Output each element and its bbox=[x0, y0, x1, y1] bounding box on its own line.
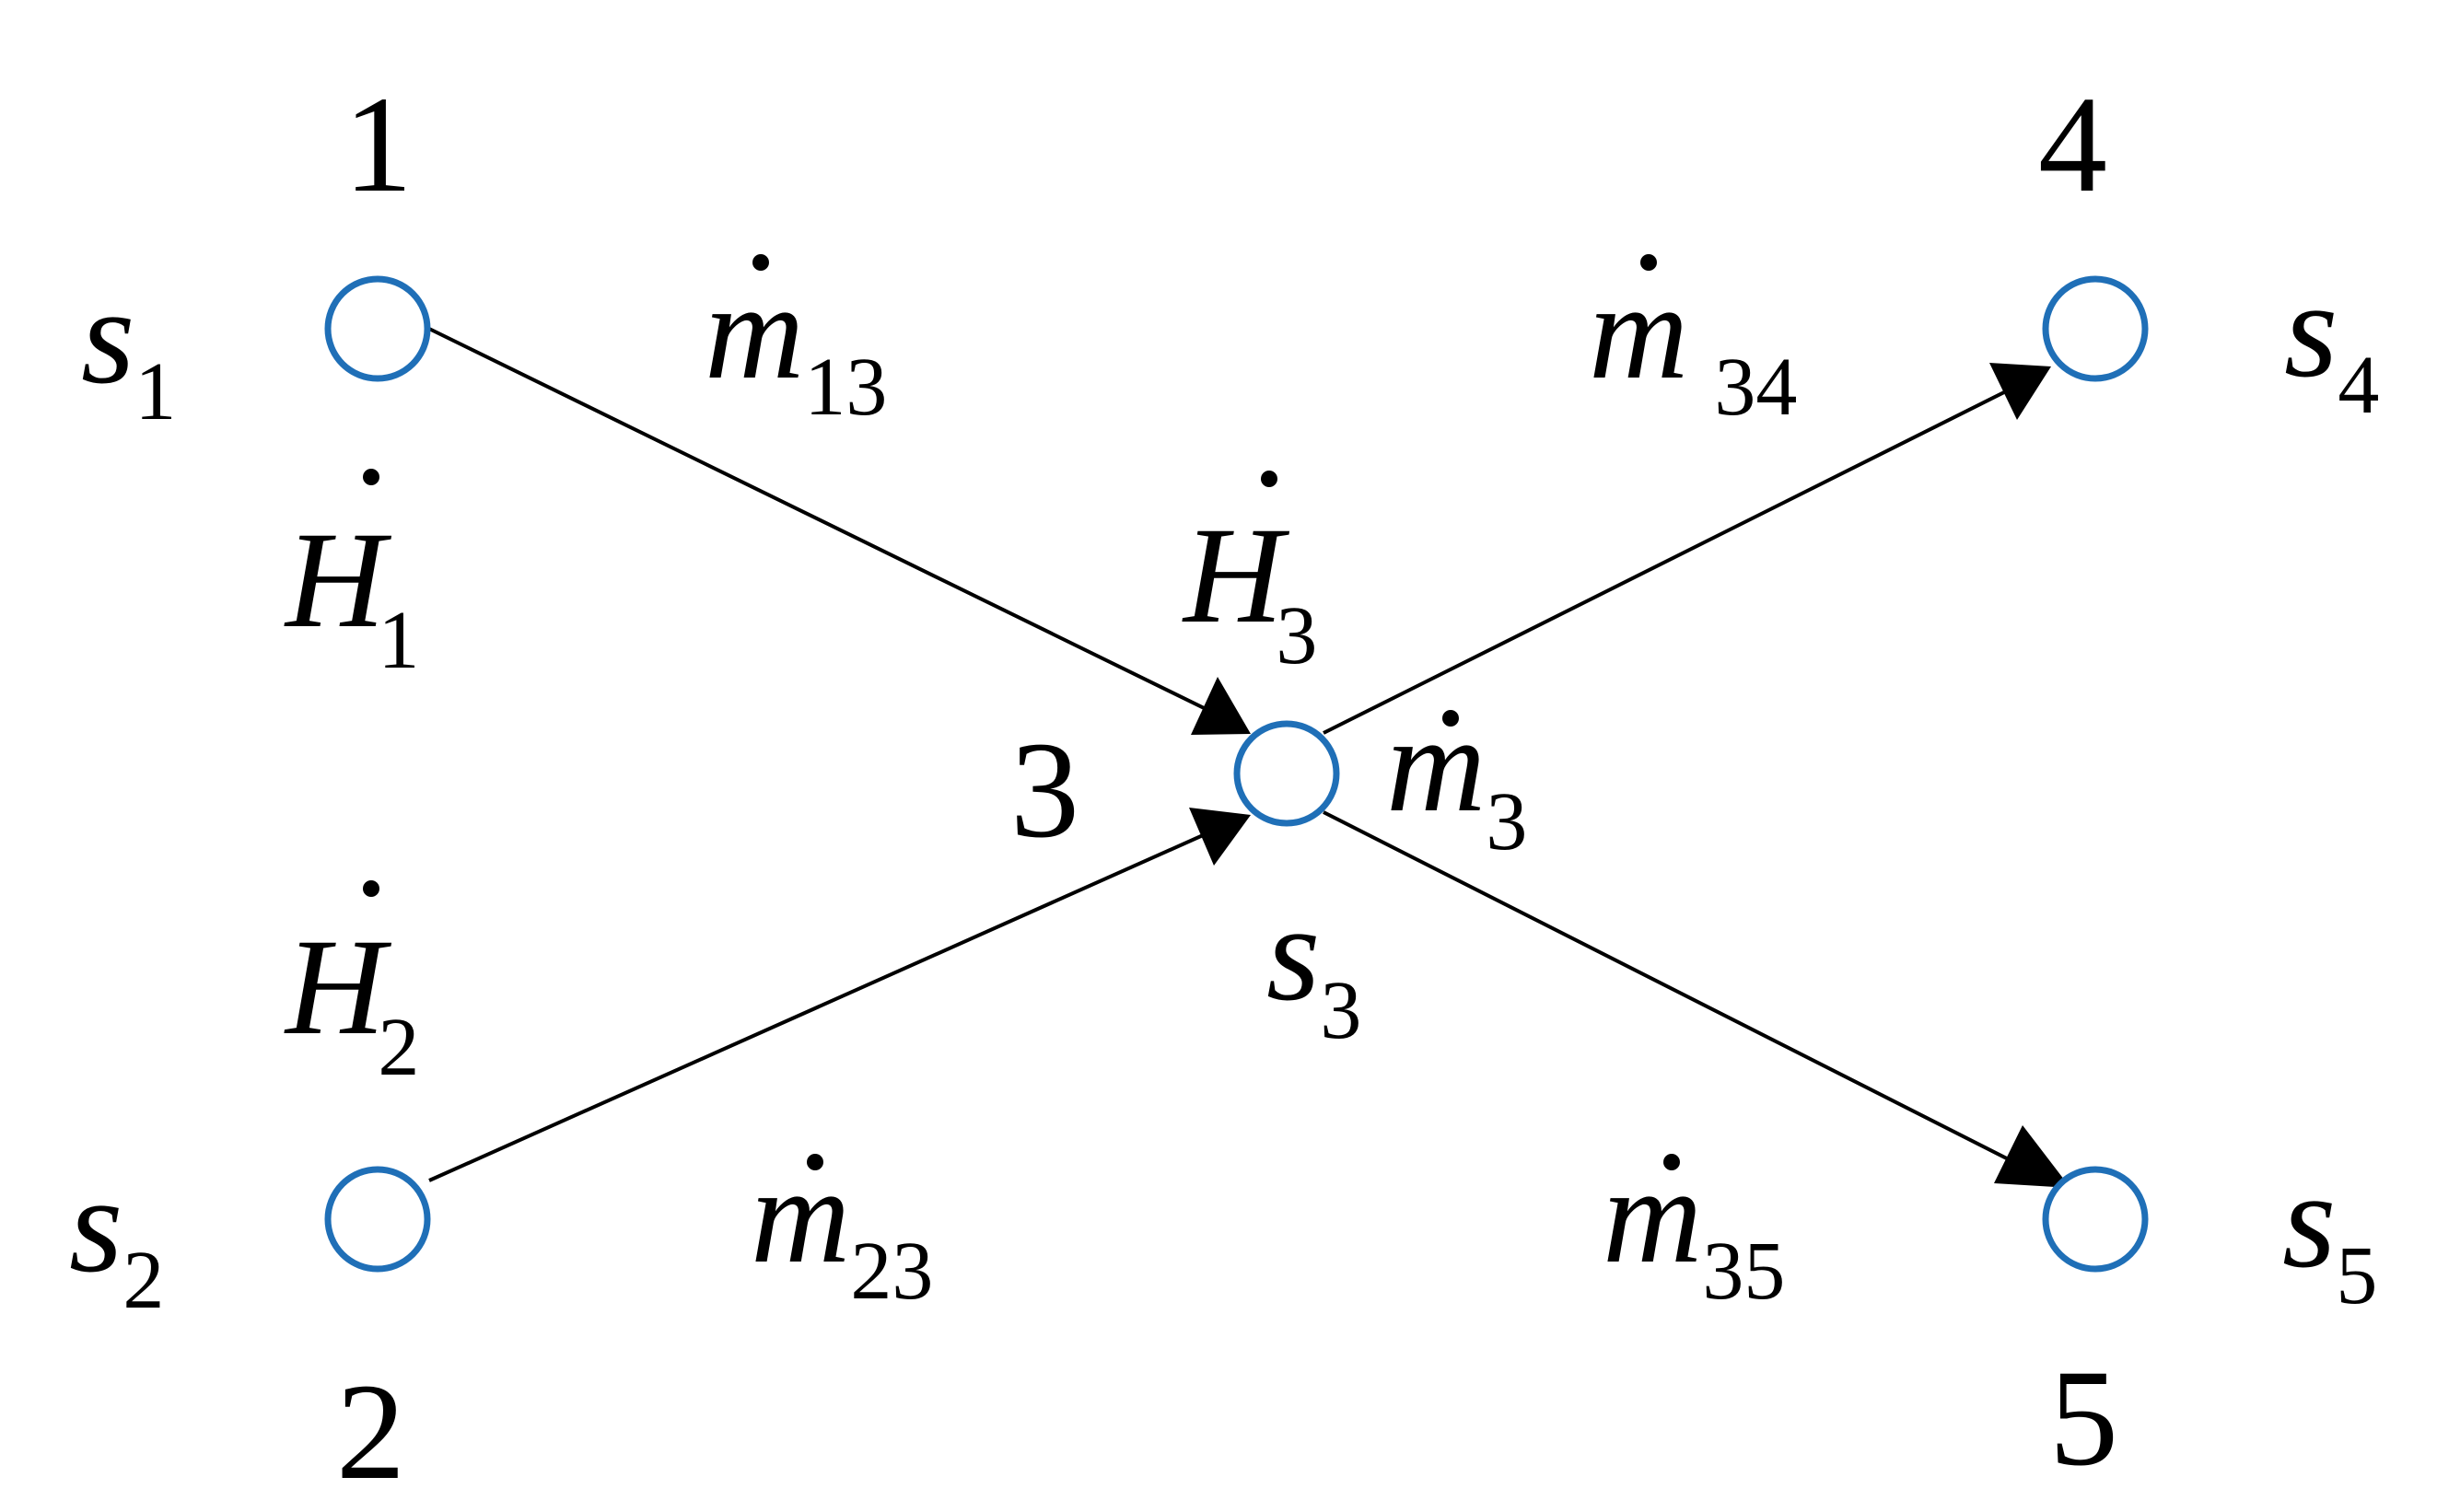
m13-dot bbox=[752, 254, 769, 271]
node-3 bbox=[1233, 720, 1340, 827]
m3-label: m3 bbox=[1386, 688, 1527, 867]
node-2 bbox=[324, 1166, 431, 1273]
h1-dot bbox=[363, 469, 379, 485]
m23-label: m23 bbox=[751, 1139, 933, 1317]
edge-1-3 bbox=[428, 327, 1237, 726]
node-4 bbox=[2042, 275, 2149, 382]
arrowhead-1-3 bbox=[1191, 677, 1251, 735]
node-4-number: 4 bbox=[2038, 68, 2107, 221]
h1-label: H1 bbox=[284, 504, 419, 686]
node-1 bbox=[324, 275, 431, 382]
s3-label: s3 bbox=[1266, 877, 1361, 1056]
node-1-number: 1 bbox=[344, 68, 413, 221]
s5-label: s5 bbox=[2282, 1144, 2377, 1321]
h3-label: H3 bbox=[1182, 499, 1317, 681]
m23-dot bbox=[807, 1154, 823, 1170]
node-5-number: 5 bbox=[2049, 1342, 2118, 1495]
arrowhead-3-5 bbox=[1994, 1125, 2070, 1188]
s2-label: s2 bbox=[69, 1148, 164, 1326]
m13-label: m13 bbox=[705, 255, 887, 433]
node-5 bbox=[2042, 1166, 2149, 1273]
h2-label: H2 bbox=[284, 911, 419, 1093]
edge-3-5 bbox=[1323, 810, 2055, 1184]
node-2-number: 2 bbox=[336, 1355, 405, 1508]
m35-dot bbox=[1663, 1154, 1680, 1170]
arrowhead-2-3 bbox=[1189, 808, 1251, 866]
m3-dot bbox=[1442, 710, 1459, 727]
node-3-number: 3 bbox=[1010, 714, 1079, 866]
h2-dot bbox=[363, 880, 379, 897]
edge-3-4 bbox=[1323, 384, 2018, 735]
s4-label: s4 bbox=[2284, 253, 2379, 431]
m35-label: m35 bbox=[1603, 1139, 1785, 1317]
edge-2-3 bbox=[428, 819, 1237, 1182]
arrowhead-3-4 bbox=[1989, 363, 2051, 420]
h3-dot bbox=[1261, 471, 1277, 487]
m34-dot bbox=[1640, 254, 1657, 271]
s1-label: s1 bbox=[81, 260, 176, 437]
